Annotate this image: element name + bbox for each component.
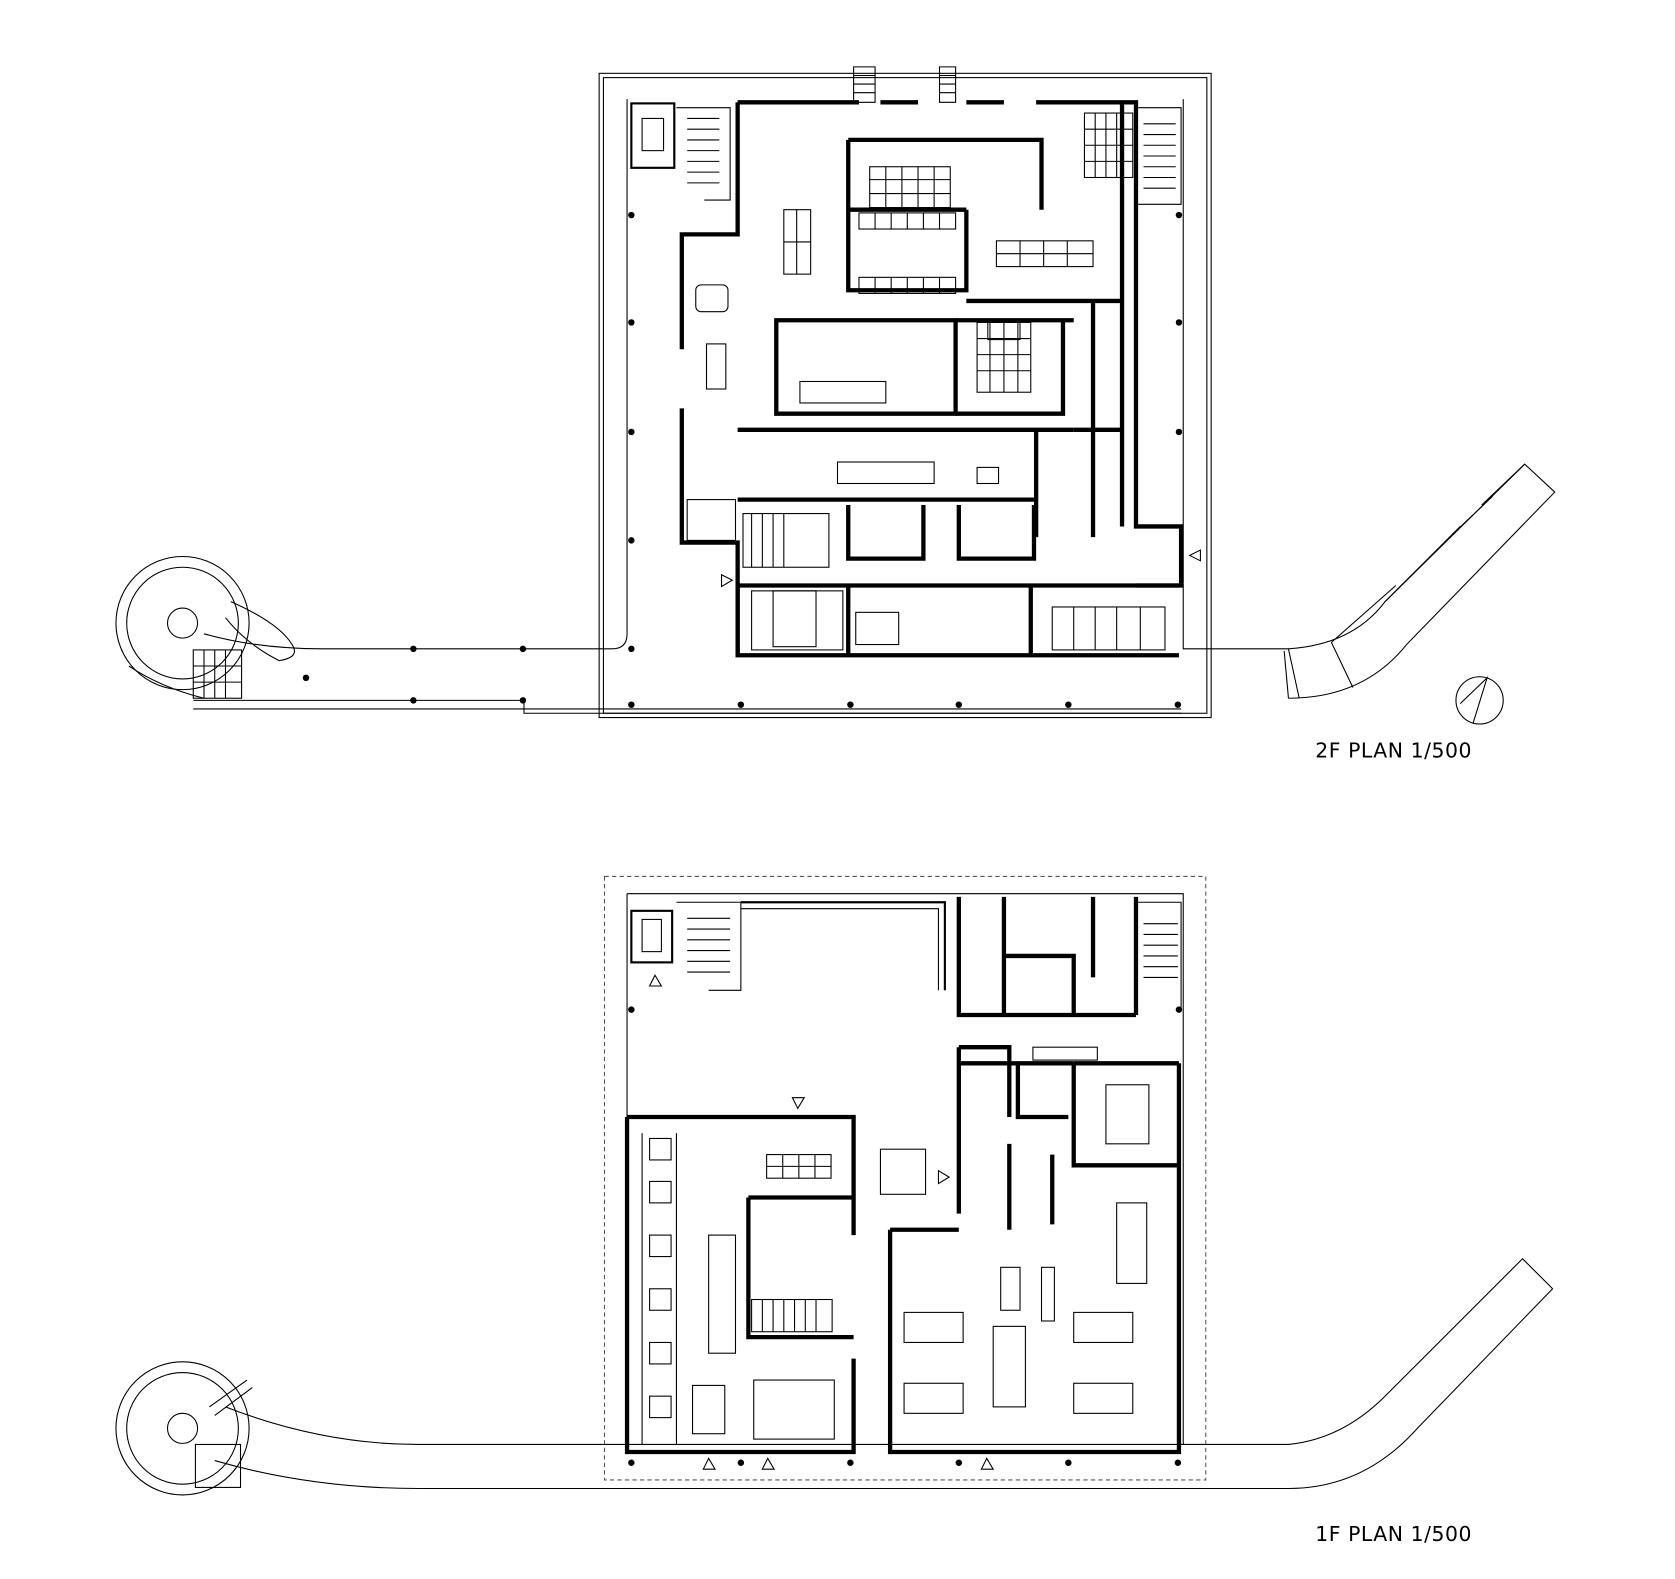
plan-1f: 1F PLAN 1/500 [115, 875, 1554, 1546]
plan-2f-label: 2F PLAN 1/500 [1315, 738, 1472, 762]
plan-2f: 2F PLAN 1/500 [115, 66, 1556, 762]
plan-1f-label: 1F PLAN 1/500 [1315, 1522, 1472, 1546]
north-arrow-icon [1455, 676, 1504, 725]
